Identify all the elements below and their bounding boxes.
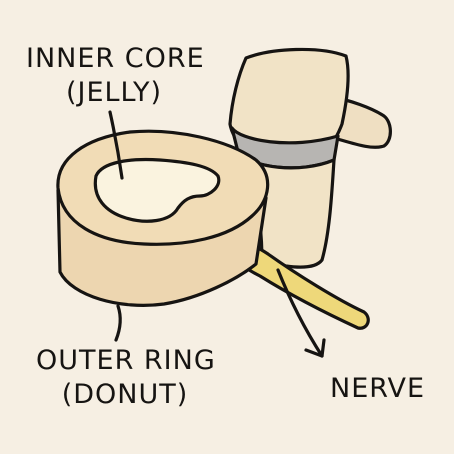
outer-ring-label: OUTER RING (DONUT) — [36, 344, 216, 412]
nerve-arrow — [276, 268, 324, 358]
inner-core — [93, 157, 221, 223]
outer-ring-label-line1: OUTER RING — [36, 345, 216, 376]
nerve-label: NERVE — [330, 373, 426, 404]
outer-ring-label-line2: (DONUT) — [61, 379, 189, 410]
inner-core-label-line1: INNER CORE — [26, 43, 205, 74]
inner-core-pointer — [108, 110, 124, 180]
inner-core-label: INNER CORE (JELLY) — [26, 42, 205, 110]
inner-core-label-line2: (JELLY) — [65, 77, 163, 108]
outer-ring-pointer — [114, 304, 122, 342]
nerve-arrowhead — [304, 338, 326, 358]
